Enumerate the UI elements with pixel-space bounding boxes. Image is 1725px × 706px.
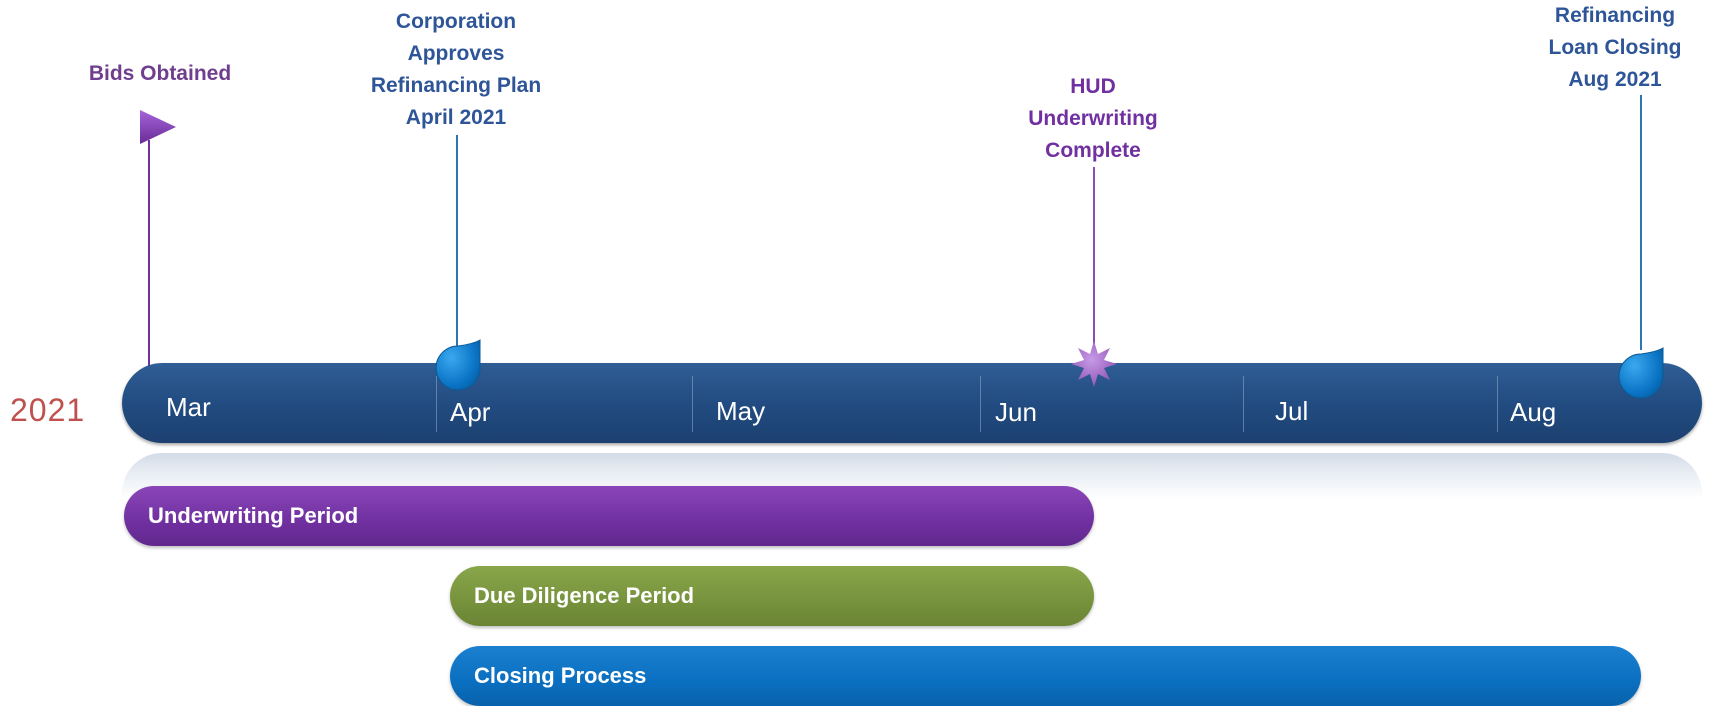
year-label: 2021 bbox=[10, 392, 86, 428]
month-divider bbox=[1497, 376, 1498, 432]
month-aug: Aug bbox=[1510, 397, 1557, 427]
month-may: May bbox=[716, 396, 766, 426]
star-marker-icon bbox=[1071, 341, 1117, 387]
due-diligence-period-bar: Due Diligence Period bbox=[450, 566, 1094, 626]
month-apr: Apr bbox=[450, 397, 491, 427]
flag-icon bbox=[140, 110, 176, 144]
corporation-stem bbox=[456, 135, 458, 370]
month-divider bbox=[980, 376, 981, 432]
loan-closing-stem bbox=[1640, 95, 1642, 350]
closing-process-bar: Closing Process bbox=[450, 646, 1641, 706]
bids-stem bbox=[148, 140, 150, 370]
month-jun: Jun bbox=[995, 397, 1037, 427]
month-divider bbox=[1243, 376, 1244, 432]
month-jul: Jul bbox=[1275, 396, 1309, 426]
month-divider bbox=[436, 376, 437, 432]
month-divider bbox=[692, 376, 693, 432]
droplet-marker-icon bbox=[1618, 347, 1664, 399]
milestone-hud-label: HUD Underwriting Complete bbox=[1028, 75, 1158, 162]
underwriting-period-bar: Underwriting Period bbox=[124, 486, 1094, 546]
timeline-bar bbox=[122, 363, 1702, 443]
milestone-corporation-label: Corporation Approves Refinancing Plan Ap… bbox=[370, 10, 542, 129]
milestone-loan-closing-label: Refinancing Loan Closing Aug 2021 bbox=[1548, 4, 1682, 91]
droplet-marker-icon bbox=[435, 339, 481, 391]
month-mar: Mar bbox=[166, 392, 211, 422]
hud-stem bbox=[1093, 167, 1095, 347]
milestone-bids-label: Bids Obtained bbox=[88, 62, 232, 85]
